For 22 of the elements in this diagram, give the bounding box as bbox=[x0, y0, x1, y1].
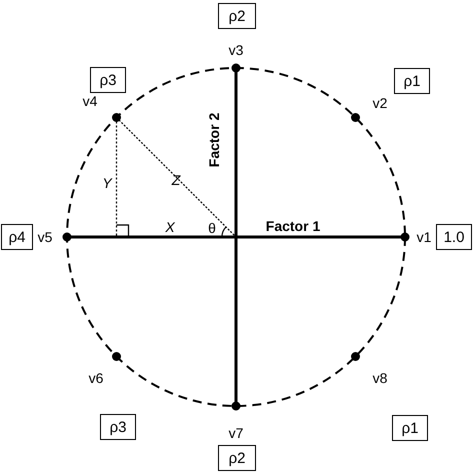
point-label: v4 bbox=[82, 93, 98, 109]
value-box: ρ2 bbox=[218, 445, 256, 471]
axis-label: Factor 2 bbox=[206, 112, 222, 168]
point-label: v1 bbox=[416, 229, 432, 245]
point-label: v5 bbox=[38, 229, 52, 245]
point-label: v8 bbox=[372, 370, 388, 386]
side-label: X bbox=[165, 219, 175, 235]
point-label: v3 bbox=[228, 42, 244, 58]
point-label: v2 bbox=[372, 95, 388, 111]
point-label: v6 bbox=[88, 370, 104, 386]
value-box: ρ3 bbox=[100, 414, 136, 440]
value-box: 1.0 bbox=[436, 224, 472, 250]
side-label: Z bbox=[172, 172, 180, 188]
value-box: ρ1 bbox=[392, 415, 428, 441]
axis-label: Factor 1 bbox=[266, 218, 320, 234]
side-label: Y bbox=[102, 175, 112, 191]
value-box: ρ1 bbox=[394, 68, 430, 94]
point-label: v7 bbox=[228, 425, 244, 441]
value-box: ρ3 bbox=[90, 67, 126, 93]
value-box: ρ2 bbox=[218, 3, 256, 29]
angle-label: θ bbox=[208, 220, 216, 236]
value-box: ρ4 bbox=[1, 224, 33, 250]
